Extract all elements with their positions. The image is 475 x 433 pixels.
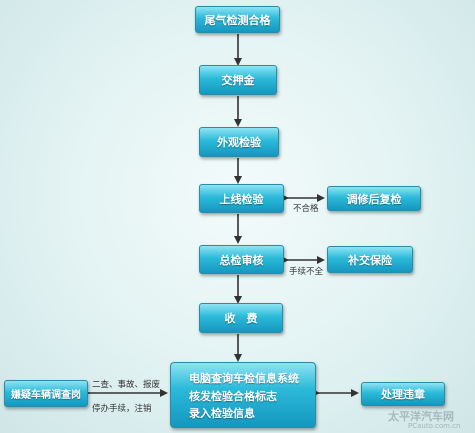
side-suspect-vehicle: 嫌疑车辆调查岗 [4,380,88,407]
note-unqualified: 不合格 [293,204,319,214]
step-final-system: 电脑查询车检信息系统 核发检验合格标志 录入检验信息 [170,362,316,428]
side-repair-recheck: 调修后复检 [327,186,421,211]
side-insurance-label: 补交保险 [348,253,392,267]
step-final-review-label: 总检审核 [219,253,264,267]
step-emission-test-label: 尾气检测合格 [204,13,271,27]
step-online-check-label: 上线检验 [219,192,264,206]
step-payment: 收 费 [199,303,283,333]
step-payment-label: 收 费 [224,312,258,325]
step-appearance-check-label: 外观检验 [217,136,261,149]
final-line-3: 录入检验信息 [189,407,255,420]
step-online-check: 上线检验 [199,184,284,213]
step-deposit: 交押金 [199,65,277,95]
side-insurance: 补交保险 [327,246,413,273]
step-deposit-label: 交押金 [221,74,255,87]
step-emission-test: 尾气检测合格 [195,6,280,33]
side-suspect-vehicle-label: 嫌疑车辆调查岗 [11,390,81,401]
final-line-2: 核发检验合格标志 [189,390,277,403]
watermark-url: PCauto.com.cn [408,422,461,430]
step-final-review: 总检审核 [199,245,284,274]
note-incomplete-procedures: 手续不全 [289,267,324,277]
note-suspect-1: 二查、事故、报废 [92,380,161,390]
final-line-1: 电脑查询车检信息系统 [189,372,299,385]
side-repair-recheck-label: 调修后复检 [346,192,402,206]
side-violation-label: 处理违章 [381,388,425,401]
note-suspect-2: 停办手续，注销 [92,404,152,414]
side-violation: 处理违章 [361,382,445,406]
watermark-brand: 太平洋汽车网 [388,410,454,423]
step-appearance-check: 外观检验 [199,127,279,157]
